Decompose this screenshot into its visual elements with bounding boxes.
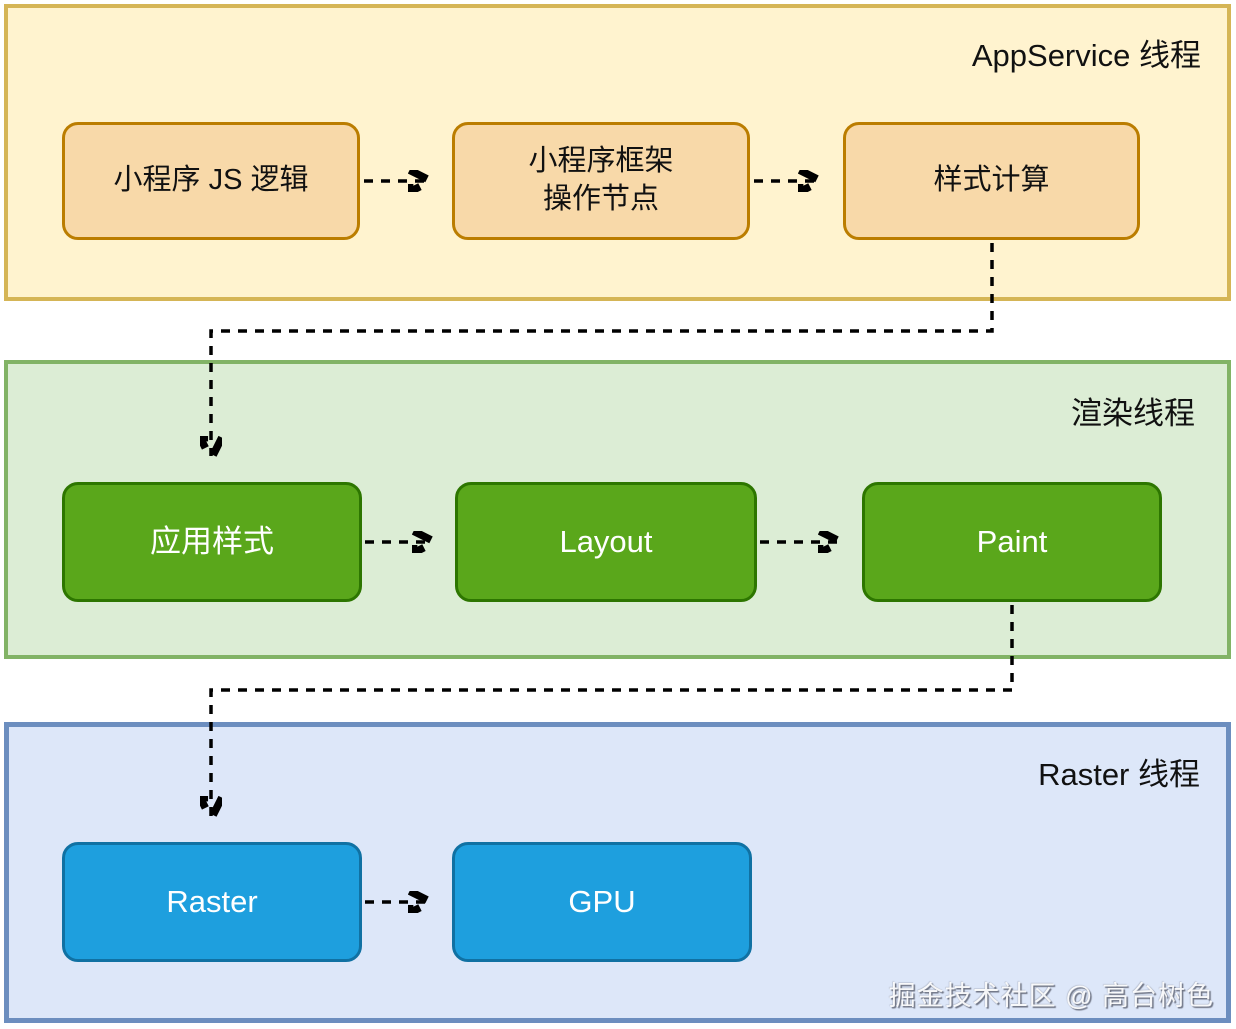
lane-title-raster: Raster 线程	[1038, 757, 1200, 792]
node-paint: Paint	[862, 482, 1162, 602]
lane-title-render: 渲染线程	[1071, 396, 1195, 431]
node-layout: Layout	[455, 482, 757, 602]
node-style-calc: 样式计算	[843, 122, 1140, 240]
node-mini-js-logic: 小程序 JS 逻辑	[62, 122, 360, 240]
node-mini-framework-node-ops: 小程序框架 操作节点	[452, 122, 750, 240]
node-apply-style: 应用样式	[62, 482, 362, 602]
node-raster: Raster	[62, 842, 362, 962]
watermark: 掘金技术社区 @ 高台树色	[888, 981, 1214, 1011]
lane-title-appservice: AppService 线程	[971, 38, 1201, 73]
node-gpu: GPU	[452, 842, 752, 962]
